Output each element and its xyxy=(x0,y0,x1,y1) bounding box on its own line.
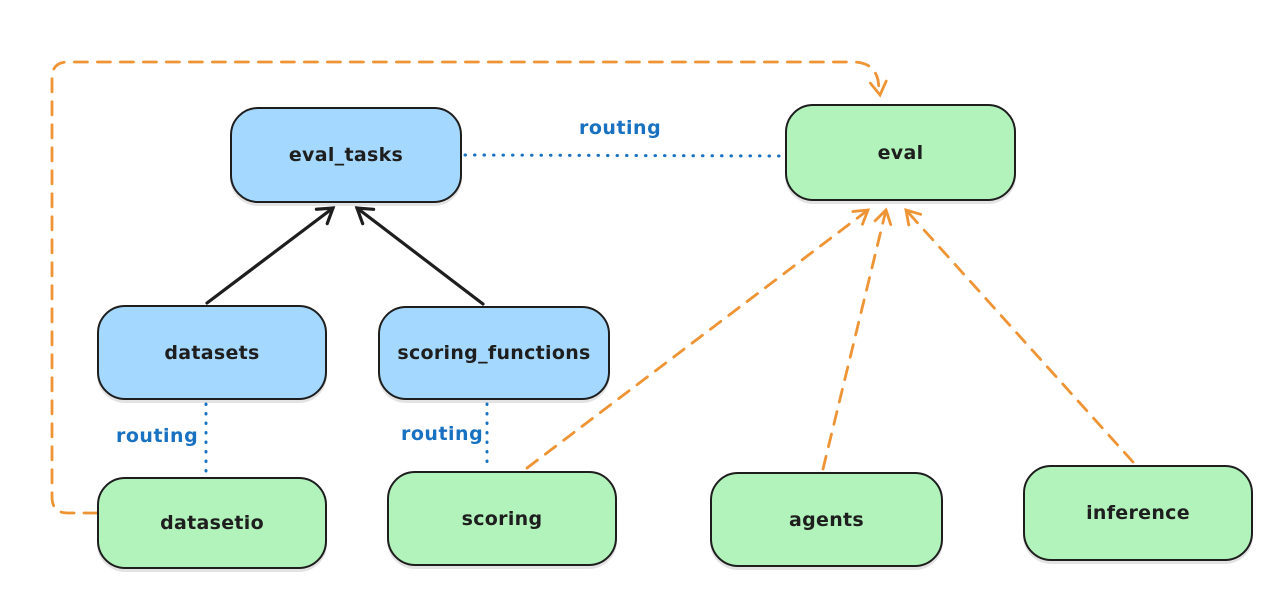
node-scoring: scoring xyxy=(387,471,617,566)
edge-scoring-functions-to-eval-tasks xyxy=(354,206,485,306)
node-agents: agents xyxy=(710,472,943,567)
node-datasets: datasets xyxy=(97,305,327,400)
node-datasetio: datasetio xyxy=(97,477,327,569)
routing-label-scoring-functions-scoring: routing xyxy=(401,423,484,445)
edge-datasetio-to-eval-loop xyxy=(50,60,888,515)
edge-eval-tasks-to-eval-routing xyxy=(463,153,785,158)
node-eval: eval xyxy=(785,104,1016,201)
node-datasetio-label: datasetio xyxy=(160,512,264,534)
edge-inference-to-eval xyxy=(904,208,1135,464)
node-scoring-functions: scoring_functions xyxy=(378,306,610,400)
node-inference: inference xyxy=(1023,465,1253,561)
node-agents-label: agents xyxy=(788,508,865,531)
routing-label-datasets-datasetio: routing xyxy=(116,425,199,447)
edge-scoring-to-eval xyxy=(525,208,871,470)
node-scoring-label: scoring xyxy=(461,507,543,530)
node-scoring-functions-label: scoring_functions xyxy=(397,342,591,364)
node-eval-tasks-label: eval_tasks xyxy=(288,144,404,166)
routing-label-eval-tasks-eval: routing xyxy=(579,117,662,139)
node-datasets-label: datasets xyxy=(164,341,260,364)
node-eval-label: eval xyxy=(877,141,924,164)
edge-agents-to-eval xyxy=(821,207,893,471)
node-inference-label: inference xyxy=(1086,502,1190,524)
node-eval-tasks: eval_tasks xyxy=(230,107,462,203)
edge-datasets-to-eval-tasks xyxy=(205,206,336,305)
